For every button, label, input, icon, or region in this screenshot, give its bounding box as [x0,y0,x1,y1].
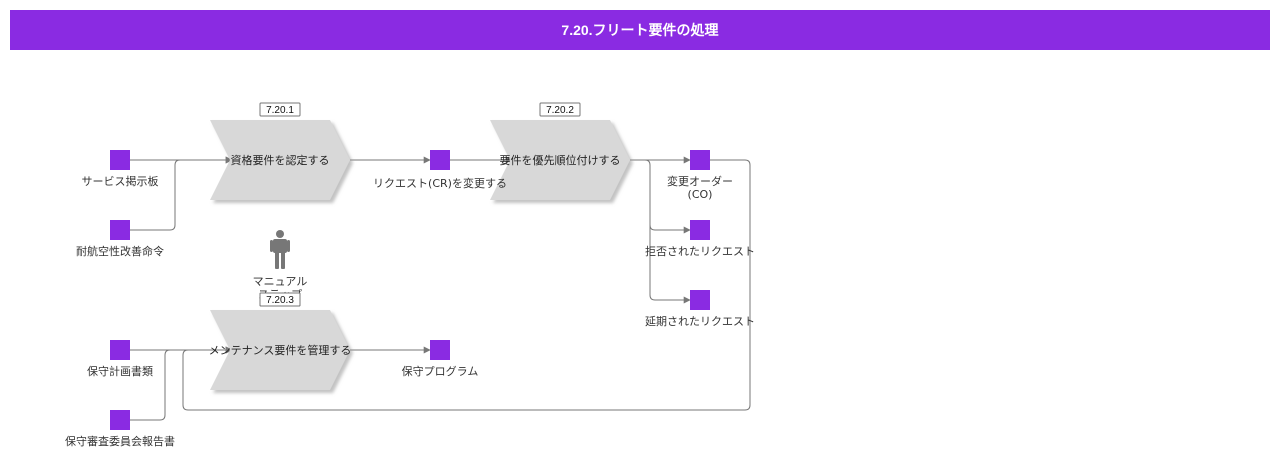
svg-text:リクエスト(CR)を変更する: リクエスト(CR)を変更する [373,176,507,190]
process-manage-maintenance-requirements[interactable]: メンテナンス要件を管理する [209,310,352,390]
connector-prioritize-to-rejected [644,159,691,234]
connector-directive-to-qualify [130,156,233,231]
process-chevron [490,120,630,200]
svg-text:拒否されたリクエスト: 拒否されたリクエスト [645,245,755,258]
process-id: 7.20.1 [266,105,294,116]
process-qualify-requirements[interactable]: 資格要件を認定する [210,120,350,200]
artifact-change-order[interactable]: 変更オーダー (CO) [667,150,733,201]
svg-text:耐航空性改善命令: 耐航空性改善命令 [76,244,164,258]
artifact-change-request[interactable]: リクエスト(CR)を変更する [373,150,507,190]
svg-text:保守審査委員会報告書: 保守審査委員会報告書 [65,434,175,448]
process-label: 資格要件を認定する [231,153,330,167]
person-icon [270,230,290,269]
process-chevron [210,310,350,390]
artifact-rejected-requests[interactable]: 拒否されたリクエスト [645,220,755,258]
process-id-badge: 7.20.1 [259,102,301,117]
svg-text:延期されたリクエスト: 延期されたリクエスト [645,315,755,328]
svg-text:変更オーダー: 変更オーダー [667,174,733,188]
process-id-badge: 7.20.2 [539,102,581,117]
artifact-maintenance-review-board-report[interactable]: 保守審査委員会報告書 [65,410,175,448]
svg-text:7.20.3: 7.20.3 [266,295,294,306]
connectors [130,156,751,421]
svg-text:マニュアル: マニュアル [253,275,308,288]
connector-board-report-to-manage [130,346,233,421]
svg-text:保守プログラム: 保守プログラム [402,364,479,378]
process-chevron [210,120,350,200]
process-id-badge-front: 7.20.3 [259,292,301,307]
svg-text:サービス掲示板: サービス掲示板 [82,174,159,188]
process-label: 要件を優先順位付けする [500,153,621,167]
actor-manual-step[interactable]: マニュアル ステップ [253,230,308,301]
artifact-maintenance-plan-documents[interactable]: 保守計画書類 [87,340,153,378]
connector-prioritize-to-deferred [649,225,691,304]
connector-co-loop-to-manage [182,159,751,411]
svg-text:(CO): (CO) [688,188,713,201]
process-prioritize-requirements[interactable]: 要件を優先順位付けする [490,120,630,200]
svg-text:保守計画書類: 保守計画書類 [87,364,153,378]
artifact-deferred-requests[interactable]: 延期されたリクエスト [645,290,755,328]
artifact-maintenance-program[interactable]: 保守プログラム [402,340,479,378]
artifact-airworthiness-directive[interactable]: 耐航空性改善命令 [76,220,164,258]
artifact-service-bulletin[interactable]: サービス掲示板 [82,150,159,188]
page-title: 7.20.フリート要件の処理 [10,10,1270,50]
process-id: 7.20.2 [546,105,574,116]
process-label: メンテナンス要件を管理する [209,343,352,357]
